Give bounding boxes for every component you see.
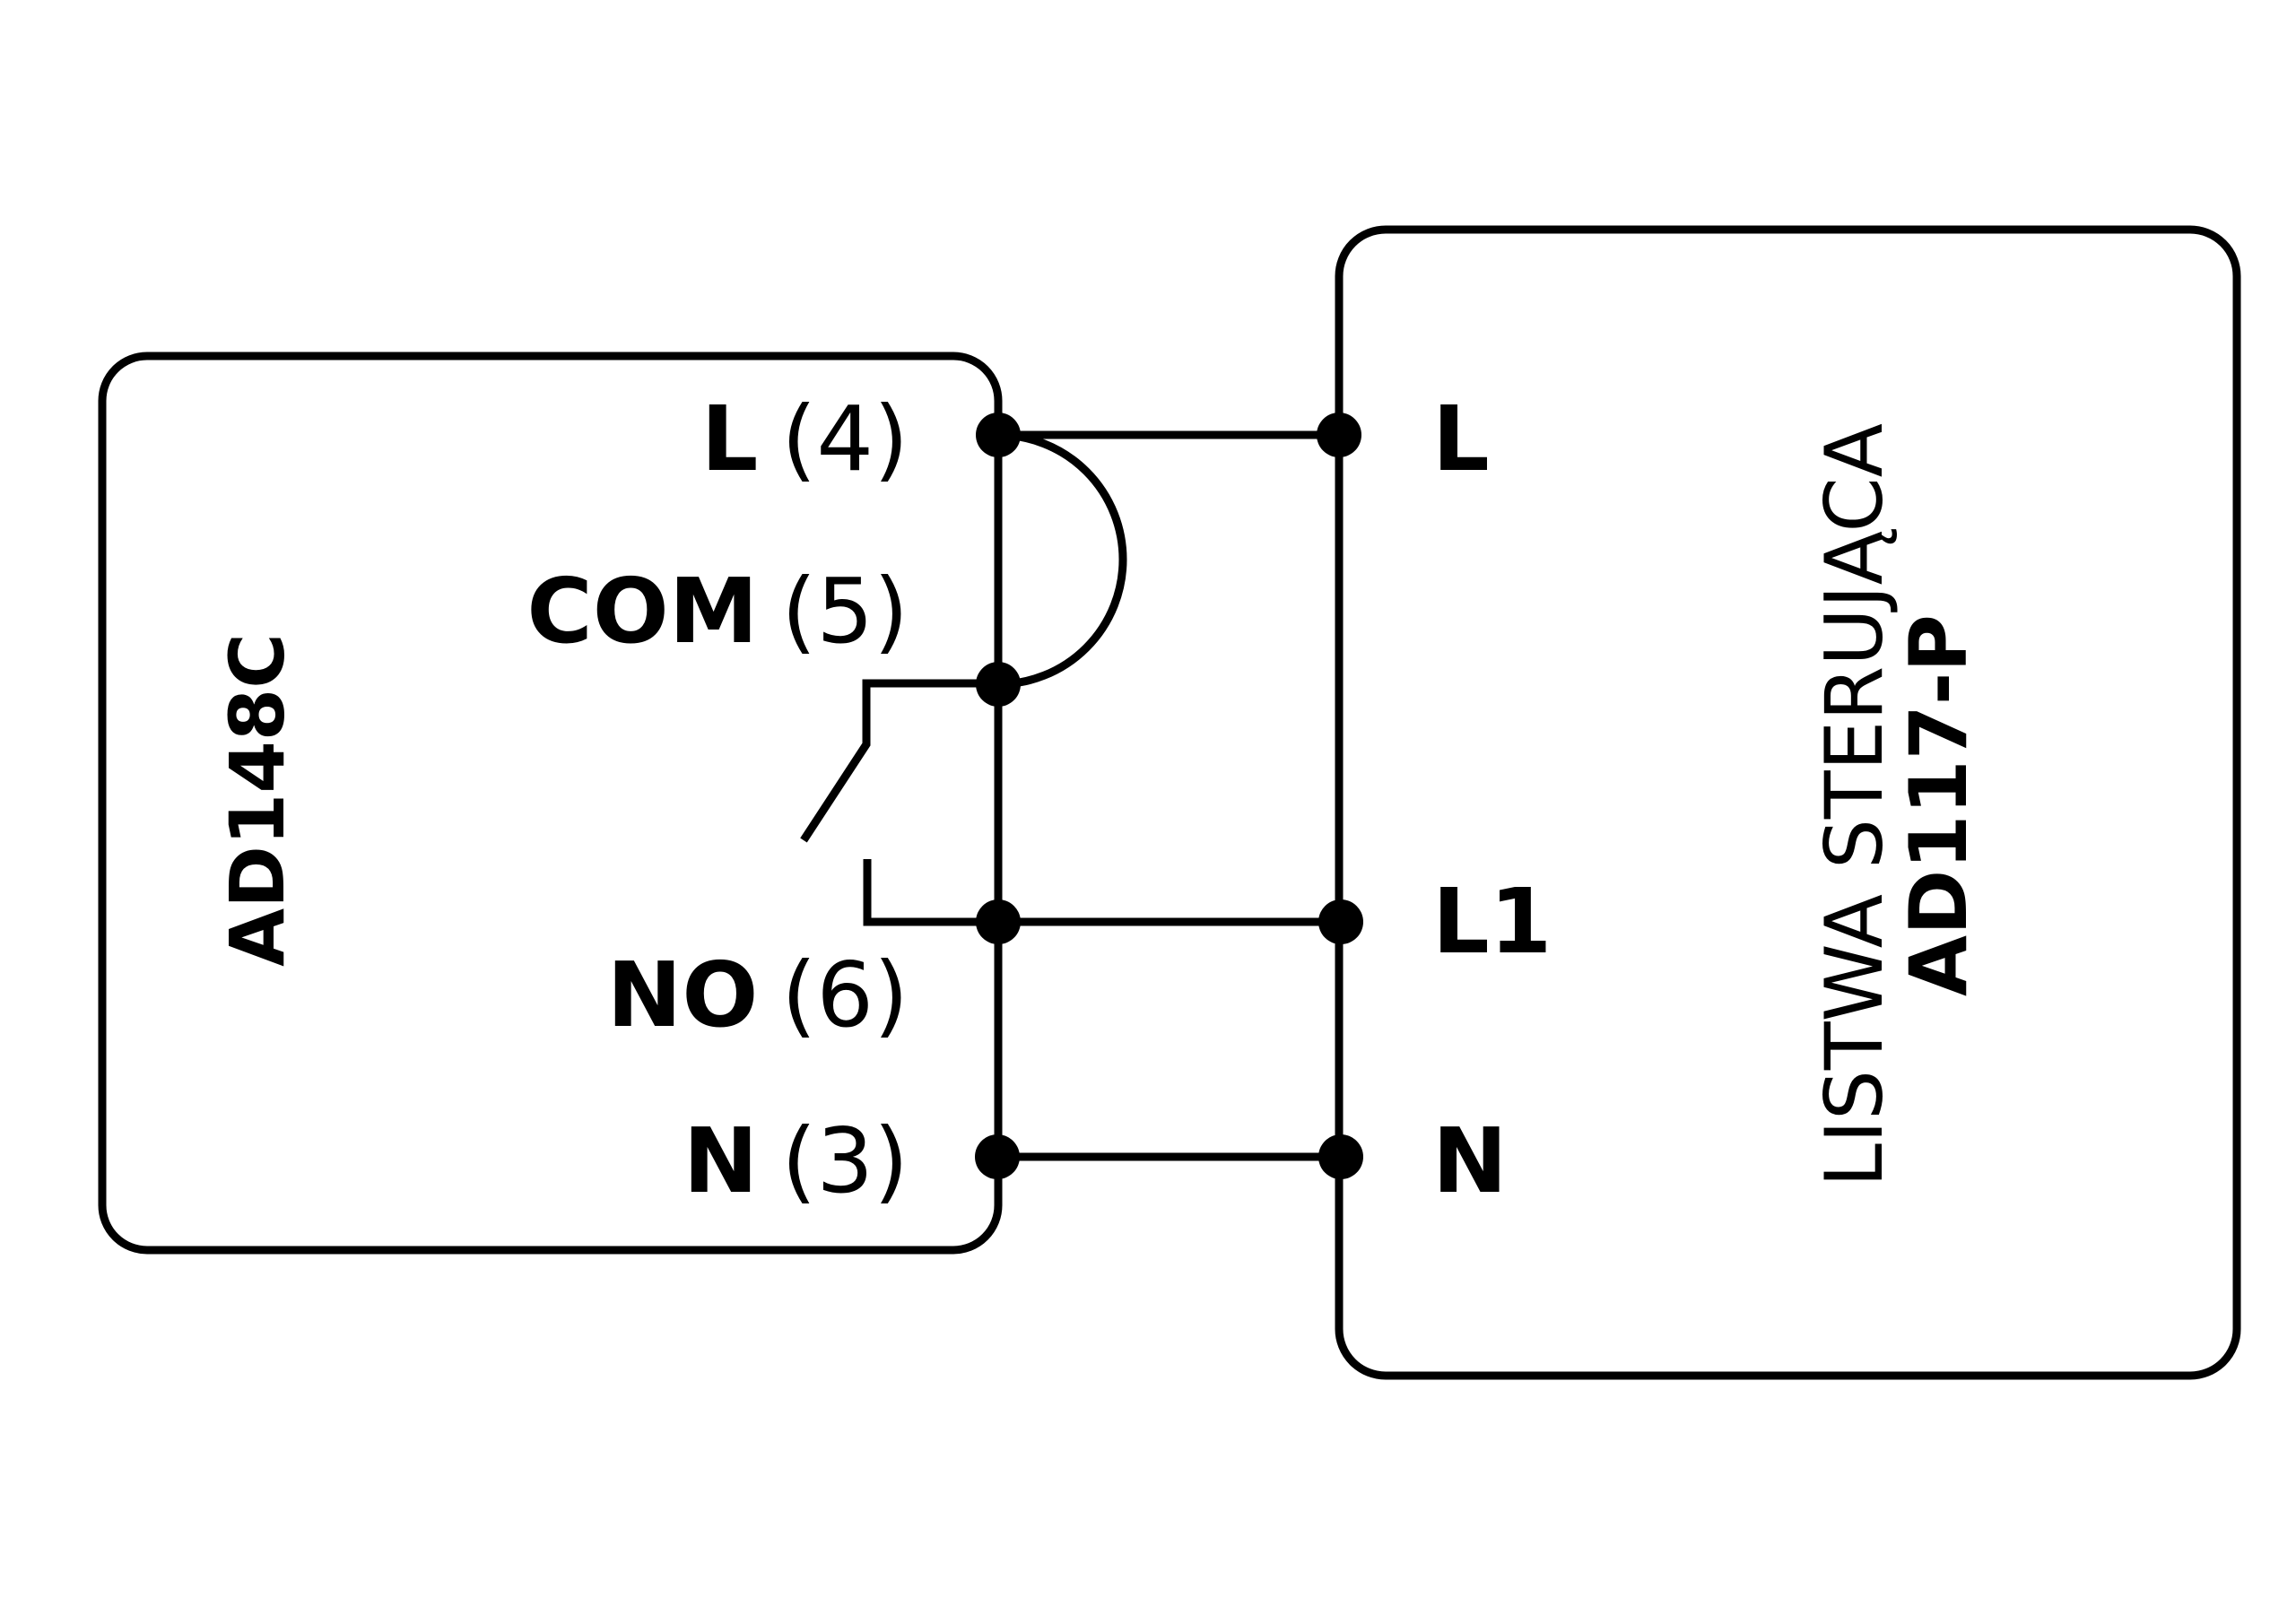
terminal-label-right-n: N	[1432, 1108, 1508, 1213]
right-device-name-line1: LISTWA STERUJĄCA	[1808, 423, 1900, 1187]
terminal-label-n3: N(3)	[683, 1116, 909, 1206]
right-device-name-line2: AD117-P	[1892, 614, 1985, 996]
terminal-label-com5: COM(5)	[526, 567, 909, 656]
jumper-arc-l-to-com	[997, 430, 1127, 689]
terminal-pin: (5)	[781, 559, 909, 664]
terminal-label-right-l1: L1	[1432, 869, 1552, 974]
terminal-dot-right-n	[1318, 1134, 1363, 1179]
terminal-dot-right-l1	[1318, 899, 1363, 944]
terminal-name: N	[683, 1108, 759, 1213]
terminal-name: L	[700, 387, 759, 491]
terminal-dot-com5	[976, 662, 1021, 707]
terminal-dot-l4	[976, 413, 1021, 457]
terminal-pin: (3)	[781, 1108, 909, 1213]
terminal-label-no6: NO(6)	[607, 951, 909, 1040]
left-device-outline	[98, 352, 1003, 1255]
terminal-dot-no6	[976, 899, 1021, 944]
switch-blade	[800, 679, 998, 843]
terminal-dot-n3	[975, 1134, 1020, 1179]
terminal-label-right-l: L	[1432, 387, 1490, 491]
terminal-pin: (6)	[781, 942, 909, 1047]
right-device-outline	[1335, 225, 2241, 1380]
terminal-name: NO	[606, 942, 759, 1047]
terminal-label-l4: L(4)	[701, 395, 909, 484]
terminal-dot-right-l	[1317, 413, 1361, 457]
left-device-name: AD148C	[213, 633, 301, 967]
terminal-pin: (4)	[781, 387, 909, 491]
terminal-name: COM	[526, 559, 759, 664]
switch-lower-contact	[863, 859, 998, 926]
